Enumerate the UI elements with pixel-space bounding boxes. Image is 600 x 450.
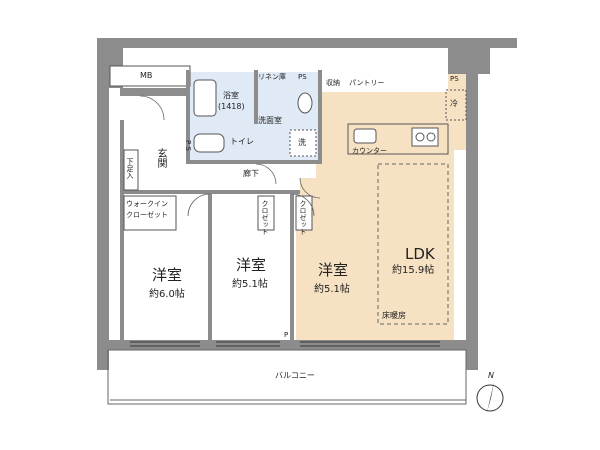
- small-p-label: P: [284, 331, 289, 339]
- closet-1-label: クロゼット: [261, 200, 269, 235]
- doors: [139, 95, 321, 217]
- walk-in-label-1: ウォークイン: [126, 200, 168, 208]
- western-room-2-size: 約5.1帖: [232, 279, 268, 290]
- floor-heating-area: [377, 163, 449, 325]
- burner-2: [426, 132, 436, 142]
- bathtub: [193, 79, 217, 117]
- corridor-name: 廊下: [243, 169, 259, 178]
- ldk-size: 約15.9帖: [392, 265, 435, 276]
- walk-in-closet: [123, 195, 177, 231]
- western-room-1-size: 約6.0帖: [149, 289, 185, 300]
- washer-label: 洗: [298, 138, 306, 147]
- windows: [130, 341, 440, 347]
- washroom-name: 洗面室: [258, 116, 282, 125]
- ps-toilet-label: P S: [184, 140, 192, 151]
- shoe-box: [123, 149, 139, 191]
- bath-size: (1418): [218, 102, 245, 111]
- toilet-fixture: [193, 133, 225, 153]
- compass-north-label: N: [488, 371, 494, 380]
- washer-box: [289, 129, 317, 157]
- linen-label: リネン庫: [258, 73, 286, 81]
- kitchen-island: [347, 123, 449, 155]
- walk-in-label-2: クローゼット: [126, 211, 168, 219]
- kitchen-sink: [353, 128, 377, 144]
- bath-name: 浴室: [223, 91, 239, 100]
- closet-2-label: クロゼット: [299, 200, 307, 235]
- balcony-outline: [107, 349, 467, 405]
- western-room-3-size: 約5.1帖: [314, 284, 350, 295]
- western-room-3-name: 洋室: [318, 261, 349, 279]
- interior-walls: [120, 70, 322, 345]
- ps-top-label: PS: [298, 73, 307, 81]
- counter-label: カウンター: [352, 147, 387, 155]
- storage-label: 収納: [326, 79, 340, 87]
- western-room-2-name: 洋室: [236, 256, 267, 274]
- burner-1: [415, 132, 425, 142]
- kitchen-stove: [411, 127, 439, 147]
- entrance-name: 玄関: [155, 148, 166, 168]
- ldk-name: LDK: [405, 245, 435, 263]
- compass-icon: [476, 384, 504, 412]
- closet-2: [295, 195, 313, 231]
- shoe-box-label: 下足入: [126, 158, 134, 179]
- fridge-box: [445, 89, 467, 121]
- compass-needle: [487, 382, 494, 412]
- ps-top-right-label: PS: [450, 75, 459, 83]
- closet-1: [257, 195, 275, 231]
- western-room-1-name: 洋室: [152, 266, 183, 284]
- mb-label: MB: [140, 71, 153, 80]
- toilet-name: トイレ: [230, 137, 254, 146]
- fridge-label: 冷: [450, 99, 458, 108]
- floor-heating-label: 床暖房: [382, 311, 406, 320]
- balcony-name: バルコニー: [275, 371, 315, 380]
- pillar-tr: [448, 38, 490, 74]
- sink: [297, 92, 313, 114]
- pantry-label: パントリー: [349, 79, 385, 87]
